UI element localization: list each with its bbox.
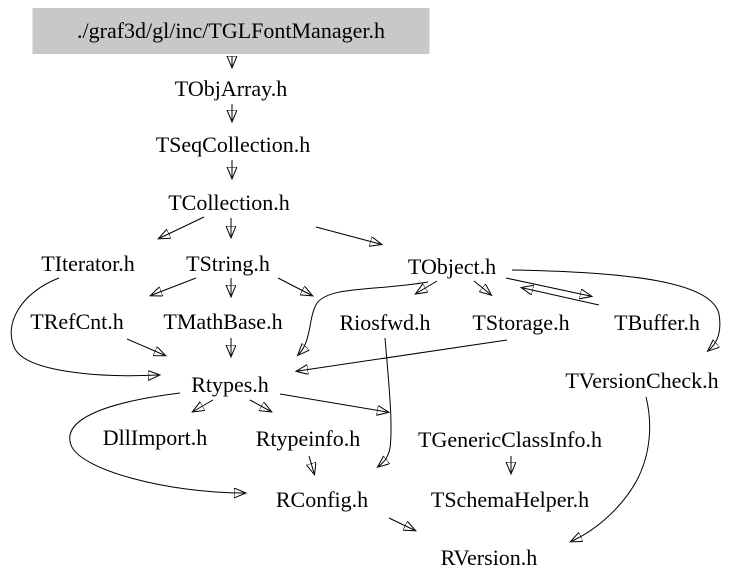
node-tmathbase[interactable]: TMathBase.h (163, 308, 283, 334)
node-tcollection[interactable]: TCollection.h (168, 189, 290, 215)
node-tglfontmanager-root: ./graf3d/gl/inc/TGLFontManager.h (32, 8, 430, 54)
edge-rconfig-to-rversion (388, 517, 414, 530)
node-riosfwd[interactable]: Riosfwd.h (339, 309, 431, 335)
node-tseqcollection[interactable]: TSeqCollection.h (155, 131, 311, 157)
node-tgenericclassinfo[interactable]: TGenericClassInfo.h (418, 426, 602, 452)
edge-tbuffer-to-tobject (523, 288, 600, 306)
edge-riosfwd-to-rconfig (379, 337, 392, 466)
node-tstorage[interactable]: TStorage.h (472, 309, 570, 335)
node-tschemahelper[interactable]: TSchemaHelper.h (430, 486, 590, 512)
edge-tobject-to-tversioncheck (511, 269, 721, 350)
edge-rtypes-to-tgenericclassinfo (279, 393, 387, 412)
edge-tobject-to-rtypes (299, 281, 429, 354)
edge-tstorage-to-rtypes (298, 339, 508, 371)
node-rtypes[interactable]: Rtypes.h (191, 371, 269, 397)
edge-tversioncheck-to-rversion (572, 396, 651, 541)
edge-tstring-to-riosfwd (277, 277, 311, 295)
node-rconfig[interactable]: RConfig.h (275, 486, 369, 512)
node-tversioncheck[interactable]: TVersionCheck.h (565, 367, 719, 393)
edge-rtypeinfo-to-rconfig (309, 455, 314, 473)
node-titerator[interactable]: TIterator.h (41, 250, 135, 276)
edge-titerator-to-rtypes (10, 277, 158, 376)
edge-tcollection-to-tobject (315, 226, 380, 244)
node-tstring[interactable]: TString.h (186, 250, 270, 276)
edge-rtypes-to-rtypeinfo (249, 399, 270, 411)
node-tobjarray[interactable]: TObjArray.h (174, 75, 288, 101)
edge-tobject-to-tbuffer (505, 277, 590, 296)
edge-rtypes-to-rconfig (69, 392, 244, 493)
node-trefcnt[interactable]: TRefCnt.h (30, 308, 124, 334)
edge-rtypes-to-dllimport (194, 399, 214, 411)
edge-tstring-to-trefcnt (152, 277, 197, 295)
node-tbuffer[interactable]: TBuffer.h (614, 309, 700, 335)
edge-trefcnt-to-rtypes (126, 338, 164, 355)
node-rversion[interactable]: RVersion.h (440, 544, 538, 570)
edge-tobject-to-tstorage (473, 280, 490, 294)
edge-tcollection-to-titerator (160, 216, 205, 238)
node-rtypeinfo[interactable]: Rtypeinfo.h (255, 425, 361, 451)
edge-tobject-to-riosfwd (417, 280, 438, 293)
node-dllimport[interactable]: DllImport.h (102, 424, 208, 450)
node-tobject[interactable]: TObject.h (407, 253, 497, 279)
